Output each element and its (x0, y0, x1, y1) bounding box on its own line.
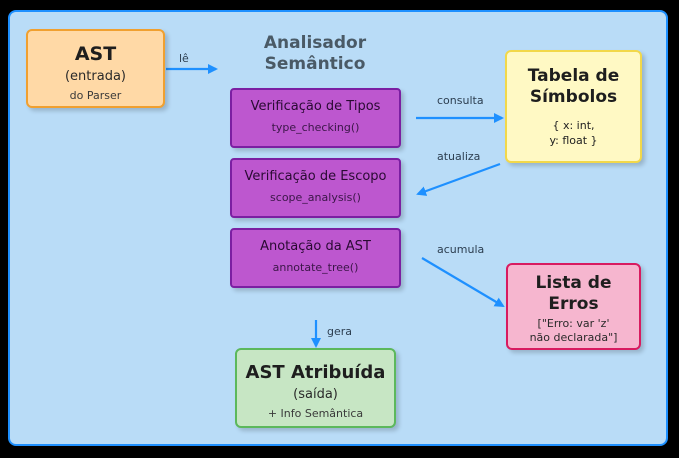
ast-input-note: do Parser (69, 89, 122, 102)
symbol-table-content-line2: y: float } (549, 134, 598, 147)
diagram-title: Analisador Semântico (226, 33, 404, 75)
step-code: type_checking() (271, 121, 360, 134)
error-list-title-line2: Erros (548, 294, 599, 314)
step-name: Verificação de Escopo (244, 169, 387, 184)
ast-input-node: AST (entrada) do Parser (26, 29, 165, 108)
ast-output-title: AST Atribuída (245, 362, 386, 383)
error-list-content-line1: ["Erro: var 'z' (537, 317, 610, 330)
symbol-table-title-line2: Símbolos (529, 87, 618, 107)
edge-label-le: lê (179, 52, 189, 65)
ast-input-subtitle: (entrada) (64, 69, 126, 84)
diagram-title-line1: Analisador (263, 33, 367, 53)
ast-output-node: AST Atribuída (saída) + Info Semântica (235, 348, 396, 428)
step-scope-analysis: Verificação de Escopo scope_analysis() (230, 158, 401, 218)
edge-label-gera: gera (327, 325, 353, 338)
symbol-table-title: Tabela de Símbolos (507, 66, 640, 108)
ast-output-subtitle: (saída) (293, 387, 338, 402)
step-name: Verificação de Tipos (250, 99, 381, 114)
error-list-content-line2: não declarada"] (529, 331, 618, 344)
arrow-acumula (421, 257, 505, 308)
step-code: annotate_tree() (272, 261, 359, 274)
ast-input-title: AST (74, 43, 117, 65)
step-annotate-tree: Anotação da AST annotate_tree() (230, 228, 401, 288)
symbol-table-content-line1: { x: int, (552, 119, 595, 132)
ast-output-note: + Info Semântica (267, 407, 364, 420)
error-list-title: Lista de Erros (508, 273, 639, 315)
error-list-title-line1: Lista de (535, 273, 612, 293)
arrow-atualiza (416, 162, 501, 196)
symbol-table-node: Tabela de Símbolos { x: int, y: float } (505, 50, 642, 163)
edge-label-acumula: acumula (437, 243, 485, 256)
diagram-title-line2: Semântico (264, 54, 366, 74)
step-code: scope_analysis() (270, 191, 361, 204)
symbol-table-content: { x: int, y: float } (507, 118, 640, 148)
step-name: Anotação da AST (260, 239, 371, 254)
step-type-checking: Verificação de Tipos type_checking() (230, 88, 401, 148)
edge-label-atualiza: atualiza (437, 150, 481, 163)
edge-label-consulta: consulta (437, 94, 484, 107)
error-list-content: ["Erro: var 'z' não declarada"] (508, 317, 639, 345)
symbol-table-title-line1: Tabela de (527, 66, 620, 86)
error-list-node: Lista de Erros ["Erro: var 'z' não decla… (506, 263, 641, 350)
